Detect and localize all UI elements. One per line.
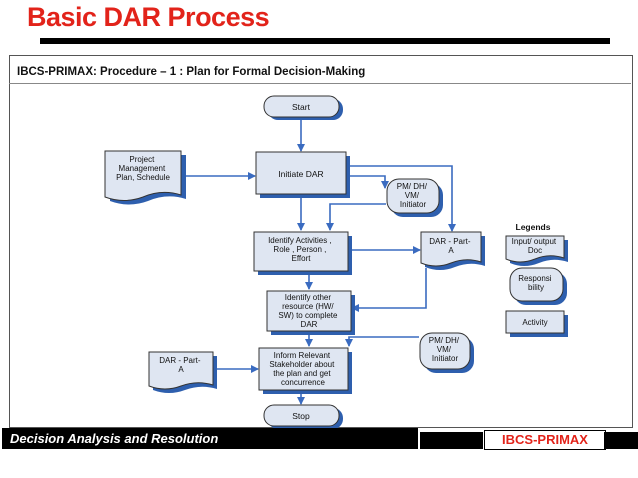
- doc-dar-part-a-left-label: DAR - Part- A: [159, 356, 203, 374]
- panel-subtitle: IBCS-PRIMAX: Procedure – 1 : Plan for Fo…: [17, 66, 366, 78]
- responsibility-bottom-label: PM/ DH/ VM/ Initiator: [429, 336, 461, 363]
- panel-divider: [9, 83, 631, 84]
- activity-identify-resource: Identify other resource (HW/ SW) to comp…: [266, 290, 355, 335]
- arrow-initiate-dar: [348, 165, 456, 232]
- footer-spacer: [420, 432, 483, 449]
- legend: Legends Input/ output Doc Responsi bilit…: [505, 222, 568, 337]
- activity-initiate-dar-label: Initiate DAR: [278, 169, 323, 179]
- arrow-dar-resource: [351, 268, 427, 312]
- activity-inform: Inform Relevant Stakeholder about the pl…: [258, 347, 352, 394]
- activity-identify-label: Identify Activities , Role , Person , Ef…: [268, 236, 334, 263]
- footer-bar: [2, 428, 418, 449]
- legend-doc: Input/ output Doc: [505, 235, 568, 266]
- activity-initiate-dar: Initiate DAR: [255, 151, 350, 198]
- responsibility-top-label: PM/ DH/ VM/ Initiator: [397, 182, 429, 209]
- footer-brand: IBCS-PRIMAX: [484, 430, 606, 450]
- doc-dar-part-a-right: DAR - Part- A: [420, 231, 485, 270]
- arrow-resp-inform: [345, 336, 419, 347]
- legend-responsibility: Responsi bility: [509, 267, 567, 305]
- responsibility-top: PM/ DH/ VM/ Initiator: [386, 178, 443, 217]
- legend-doc-label: Input/ output Doc: [512, 237, 559, 255]
- stop-label: Stop: [292, 411, 310, 421]
- activity-identify: Identify Activities , Role , Person , Ef…: [253, 231, 352, 275]
- activity-identify-resource-label: Identify other resource (HW/ SW) to comp…: [278, 293, 339, 329]
- start-label: Start: [292, 102, 311, 112]
- legend-title: Legends: [516, 222, 551, 232]
- page-title: Basic DAR Process: [27, 2, 270, 32]
- legend-responsibility-label: Responsi bility: [518, 274, 554, 292]
- legend-activity: Activity: [505, 310, 568, 337]
- legend-activity-label: Activity: [522, 318, 547, 327]
- footer-left-text: Decision Analysis and Resolution: [10, 431, 219, 446]
- responsibility-bottom: PM/ DH/ VM/ Initiator: [419, 332, 474, 373]
- connectors: [182, 119, 456, 405]
- stop-node: Stop: [263, 404, 343, 429]
- arrow-initiate-resp: [348, 175, 389, 189]
- title-underline: [40, 38, 610, 44]
- doc-dar-part-a-right-label: DAR - Part- A: [429, 237, 473, 255]
- footer-tail: [604, 432, 638, 449]
- arrow-resp-identify: [326, 203, 386, 231]
- doc-dar-part-a-left: DAR - Part- A: [148, 351, 217, 393]
- activity-inform-label: Inform Relevant Stakeholder about the pl…: [269, 351, 336, 387]
- doc-project-plan: Project Management Plan, Schedule: [104, 150, 186, 205]
- doc-project-plan-label: Project Management Plan, Schedule: [116, 155, 170, 182]
- start-node: Start: [263, 95, 343, 120]
